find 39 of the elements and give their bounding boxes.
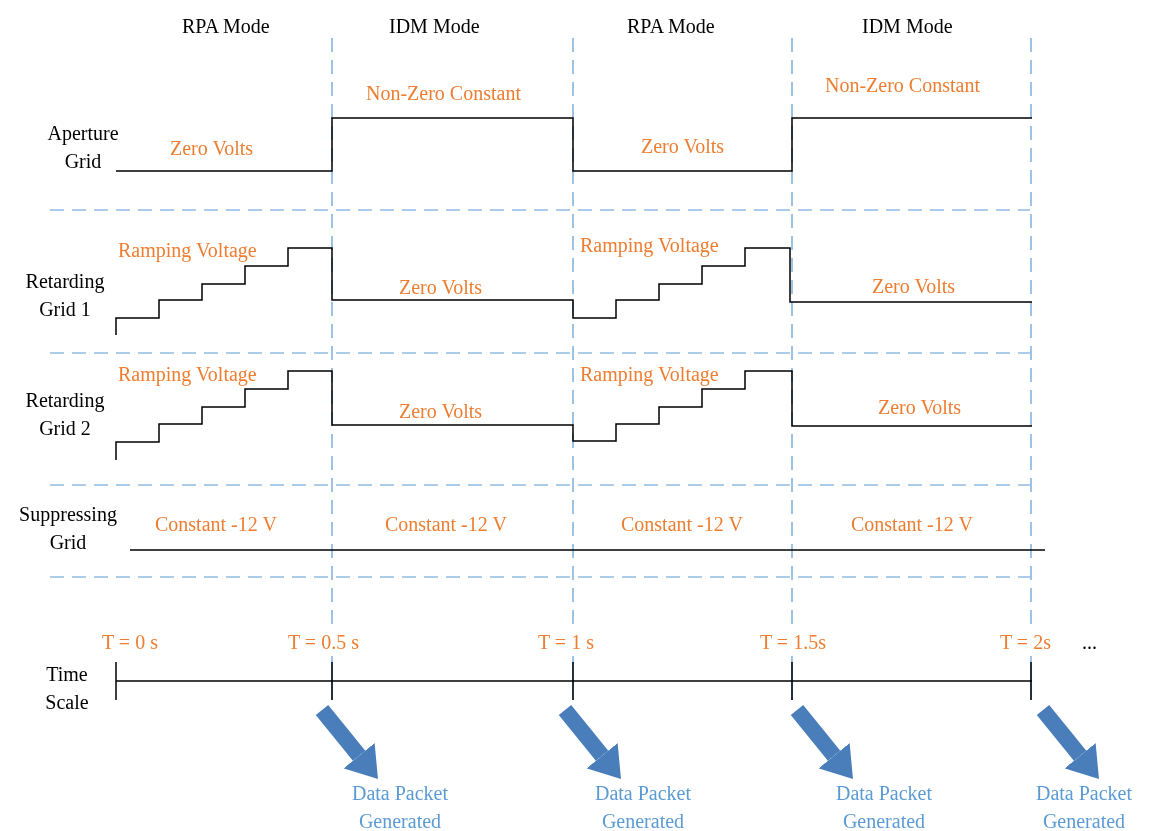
- mode-heading: RPA Mode: [182, 14, 270, 38]
- signal-annotation: Constant -12 V: [385, 512, 507, 536]
- packet-label: Data Packet Generated: [578, 779, 708, 831]
- signal-annotation: Zero Volts: [399, 275, 483, 299]
- mode-heading: RPA Mode: [627, 14, 715, 38]
- signal-annotation: Ramping Voltage: [580, 362, 719, 386]
- signal-annotation: Zero Volts: [872, 274, 956, 298]
- packet-label: Data Packet Generated: [1019, 779, 1149, 831]
- signal-annotation: Non-Zero Constant: [825, 73, 980, 97]
- row-label: Suppressing Grid: [18, 502, 118, 555]
- row-label: Time Scale: [44, 662, 90, 715]
- thick-arrow: [1036, 704, 1099, 779]
- row-label: Retarding Grid 1: [24, 269, 106, 322]
- signal-annotation: Zero Volts: [399, 399, 483, 423]
- thick-arrow: [315, 704, 378, 779]
- mode-heading: IDM Mode: [389, 14, 480, 38]
- row-label: Aperture Grid: [46, 121, 120, 174]
- signal-annotation: Ramping Voltage: [118, 362, 257, 386]
- signal-annotation: Constant -12 V: [851, 512, 973, 536]
- thick-arrow: [558, 704, 621, 779]
- signal-annotation: Zero Volts: [641, 134, 725, 158]
- thick-arrow: [790, 704, 853, 779]
- packet-label: Data Packet Generated: [819, 779, 949, 831]
- mode-heading: IDM Mode: [862, 14, 953, 38]
- signal-annotation: Non-Zero Constant: [366, 81, 521, 105]
- signal-annotation: Zero Volts: [170, 136, 254, 160]
- signal-annotation: Constant -12 V: [621, 512, 743, 536]
- time-label: T = 1.5s: [760, 630, 826, 654]
- signal-annotation: Ramping Voltage: [118, 238, 257, 262]
- row-label: Retarding Grid 2: [24, 388, 106, 441]
- time-label: T = 2s: [1000, 630, 1051, 654]
- signal-annotation: Constant -12 V: [155, 512, 277, 536]
- signal-annotation: Zero Volts: [878, 395, 962, 419]
- signal-annotation: Ramping Voltage: [580, 233, 719, 257]
- time-label: T = 1 s: [538, 630, 594, 654]
- time-label: T = 0 s: [102, 630, 158, 654]
- ellipsis: ...: [1082, 630, 1097, 654]
- time-label: T = 0.5 s: [288, 630, 359, 654]
- packet-label: Data Packet Generated: [335, 779, 465, 831]
